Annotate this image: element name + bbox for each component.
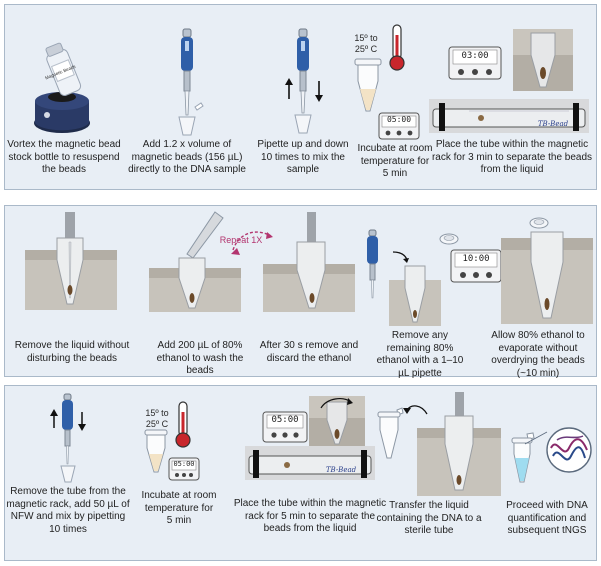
panel-bead-binding: Magnetic Beads Vortex the magnetic bead … xyxy=(4,4,597,190)
pipette-mix-icon xyxy=(285,28,325,137)
timer-readout: 03:00 xyxy=(461,51,489,61)
step-caption-magnetic-rack-elution: Place the tube within the magnetic rack … xyxy=(233,498,387,534)
step-caption-incubate: Incubate at room temperature for 5 min xyxy=(357,143,433,179)
timer-readout: 05:00 xyxy=(173,460,195,468)
timer-icon xyxy=(448,46,502,80)
magnetic-rack-photo xyxy=(245,446,375,480)
step-caption-add-ethanol: Add 200 µL of 80% ethanol to wash the be… xyxy=(156,340,244,376)
pipette-icon xyxy=(173,28,209,137)
repeat-label: Repeat 1X xyxy=(219,235,263,245)
pipette-mix-icon xyxy=(49,393,89,484)
step-caption-quantification: Proceed with DNA quantification and subs… xyxy=(506,500,588,536)
tube-residual-ethanol-photo xyxy=(389,265,441,326)
sterile-tube-icon xyxy=(377,407,404,460)
dna-strand-icon xyxy=(545,426,593,474)
sample-tube-icon xyxy=(144,429,168,474)
step-caption-magnetic-rack: Place the tube within the magnetic rack … xyxy=(431,139,593,175)
small-pipette-icon xyxy=(363,229,385,300)
tube-cap-icon xyxy=(439,232,459,246)
tube-drying-photo xyxy=(501,231,593,324)
tube-remove-liquid-photo xyxy=(25,212,117,310)
step-caption-remove-liquid: Remove the liquid without disturbing the… xyxy=(14,340,130,364)
zoom-line-icon xyxy=(524,430,549,446)
repeat-arrow-icon xyxy=(227,226,277,266)
timer-icon xyxy=(262,411,308,443)
temperature-label: 15º to 25º C xyxy=(354,33,378,54)
vortex-mixer-icon: Magnetic Beads xyxy=(33,39,91,135)
tube-add-ethanol-photo xyxy=(149,211,241,312)
panel-elution: Remove the tube from the magnetic rack, … xyxy=(4,385,597,561)
step-caption-add-beads: Add 1.2 x volume of magnetic beads (156 … xyxy=(128,139,246,175)
panel-ethanol-wash: Remove the liquid without disturbing the… xyxy=(4,205,597,379)
step-caption-remove-residual: Remove any remaining 80% ethanol with a … xyxy=(376,330,464,379)
rack-label: TB-Bead xyxy=(325,466,357,474)
curved-arrow-icon xyxy=(391,250,411,264)
timer-readout: 05:00 xyxy=(271,415,299,425)
tube-on-magnet-photo xyxy=(513,29,573,91)
step-caption-evaporate: Allow 80% ethanol to evaporate without o… xyxy=(491,330,585,379)
tube-cap-icon xyxy=(529,216,549,230)
tube-discard-ethanol-photo xyxy=(263,212,355,312)
timer-icon xyxy=(168,457,200,481)
sample-tube-icon xyxy=(354,58,382,113)
timer-readout: 10:00 xyxy=(462,254,490,264)
tube-transfer-photo xyxy=(417,392,501,496)
step-caption-vortex: Vortex the magnetic bead stock bottle to… xyxy=(7,139,121,175)
timer-icon xyxy=(378,112,420,140)
tube-on-magnet-photo xyxy=(309,396,365,446)
step-caption-transfer: Transfer the liquid containing the DNA t… xyxy=(376,500,482,536)
curved-arrow-icon xyxy=(403,402,429,416)
temperature-label: 15º to 25º C xyxy=(145,408,169,429)
step-caption-discard-ethanol: After 30 s remove and discard the ethano… xyxy=(259,340,359,364)
magnetic-rack-photo xyxy=(429,99,589,133)
step-caption-incubate-elution: Incubate at room temperature for 5 min xyxy=(141,490,217,526)
thermometer-icon xyxy=(175,401,191,448)
rack-label: TB-Bead xyxy=(537,120,569,128)
timer-icon xyxy=(450,249,502,283)
step-caption-remove-and-mix: Remove the tube from the magnetic rack, … xyxy=(6,486,130,535)
step-caption-pipette-mix: Pipette up and down 10 times to mix the … xyxy=(257,139,349,175)
dna-tube-icon xyxy=(511,432,535,484)
timer-readout: 05:00 xyxy=(386,115,412,124)
thermometer-icon xyxy=(389,24,405,71)
